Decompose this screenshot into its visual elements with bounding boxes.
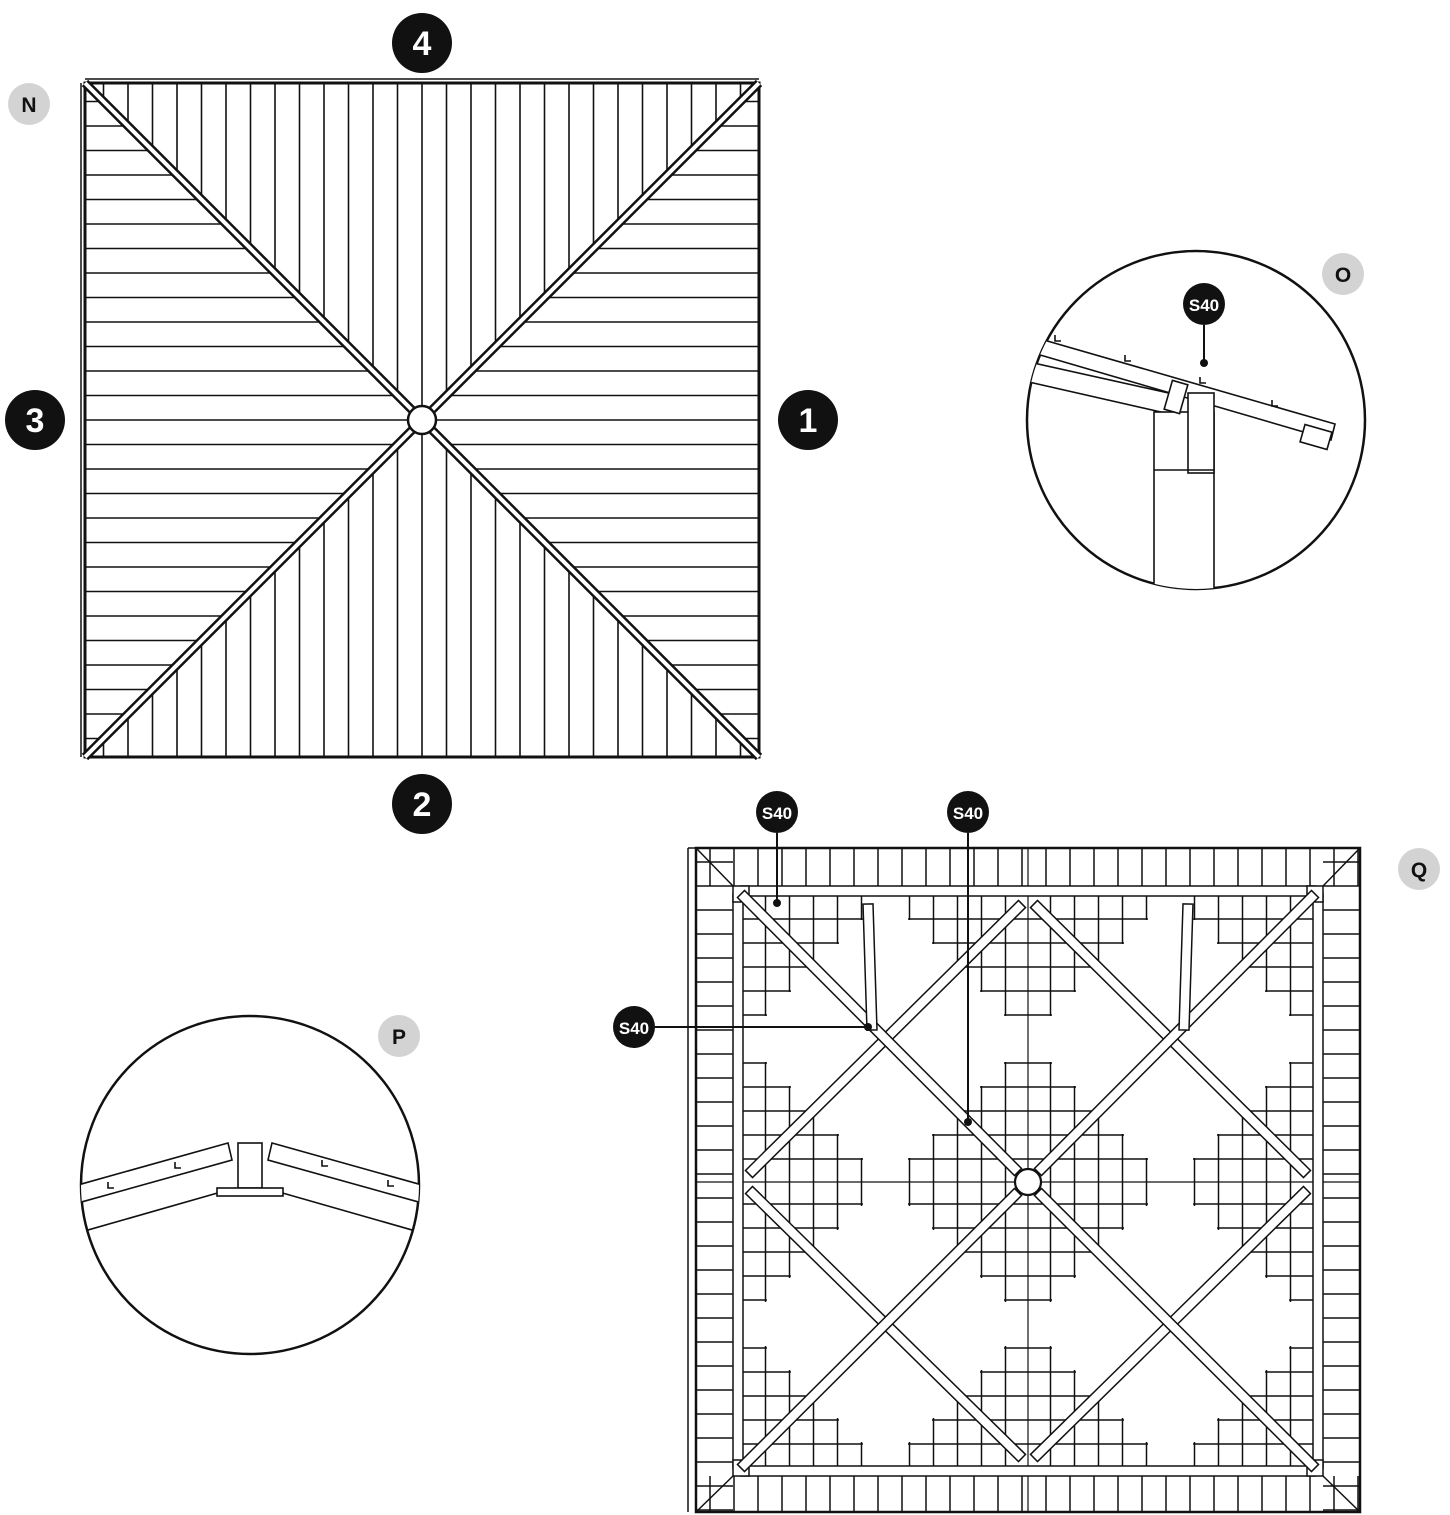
rafter-beam	[1033, 889, 1320, 1177]
panel-letter: N	[21, 94, 36, 117]
svg-text:S40: S40	[1189, 296, 1219, 315]
svg-text:2: 2	[413, 786, 432, 824]
rafter-beam	[862, 903, 878, 1031]
svg-text:3: 3	[26, 402, 45, 440]
panel-letter: P	[392, 1026, 406, 1049]
callout-dot	[773, 899, 781, 907]
rafter-beam	[736, 889, 1023, 1177]
part-callout-q-a: S40	[756, 791, 798, 833]
panel-badge-n: N	[8, 83, 50, 125]
part-callout-o: S40	[1183, 283, 1225, 325]
eave-detail	[1025, 249, 1367, 591]
svg-text:S40: S40	[619, 1019, 649, 1038]
callout-dot	[1200, 359, 1208, 367]
panel-letter: O	[1335, 264, 1351, 287]
part-callout-q-b: S40	[947, 791, 989, 833]
part-callout-q-c: S40	[613, 1006, 655, 1048]
svg-text:S40: S40	[953, 804, 983, 823]
roof-top-view	[80, 78, 763, 761]
svg-text:S40: S40	[762, 804, 792, 823]
side-number-left: 3	[5, 390, 65, 450]
frame-center-hub	[1013, 1167, 1043, 1197]
panel-badge-p: P	[378, 1015, 420, 1057]
rafter-beam	[1178, 903, 1194, 1031]
ridge-detail	[79, 1014, 421, 1356]
side-number-top: 4	[392, 13, 452, 73]
svg-text:1: 1	[799, 402, 818, 440]
panel-badge-q: Q	[1398, 848, 1440, 890]
side-number-bottom: 2	[392, 774, 452, 834]
callout-dot	[964, 1118, 972, 1126]
svg-text:4: 4	[413, 25, 432, 63]
callout-dot	[864, 1023, 872, 1031]
rafter-beam	[736, 1187, 1023, 1473]
roof-frame-view	[655, 833, 1362, 1514]
panel-letter: Q	[1411, 859, 1427, 882]
roof-center-cap	[406, 404, 438, 436]
side-number-right: 1	[778, 390, 838, 450]
rafter-beam	[1033, 1187, 1320, 1473]
panel-badge-o: O	[1322, 253, 1364, 295]
